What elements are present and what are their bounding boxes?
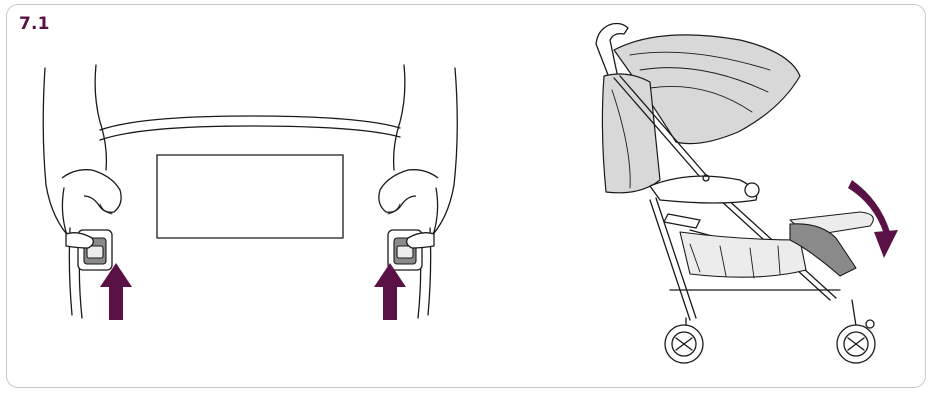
step-number: 7.1 xyxy=(19,14,50,34)
right-hand xyxy=(378,64,458,249)
hands-pressing-release-buttons-illustration xyxy=(42,64,458,320)
right-release-latch xyxy=(387,227,435,319)
handlebar xyxy=(99,115,401,141)
leg-rest xyxy=(789,223,857,277)
front-wheel xyxy=(836,299,876,364)
instruction-panel xyxy=(6,4,926,388)
seat-back xyxy=(601,73,661,194)
push-handle xyxy=(595,22,629,81)
stroller-folding-illustration xyxy=(595,22,898,364)
canopy xyxy=(613,34,801,145)
up-arrow-left xyxy=(100,263,132,320)
left-hand xyxy=(42,64,122,249)
rear-wheel xyxy=(664,317,704,364)
curved-down-arrow xyxy=(848,180,898,258)
label-panel xyxy=(156,154,344,239)
seat-basket xyxy=(679,231,807,278)
up-arrow-right xyxy=(374,263,406,320)
left-release-latch xyxy=(65,227,113,319)
